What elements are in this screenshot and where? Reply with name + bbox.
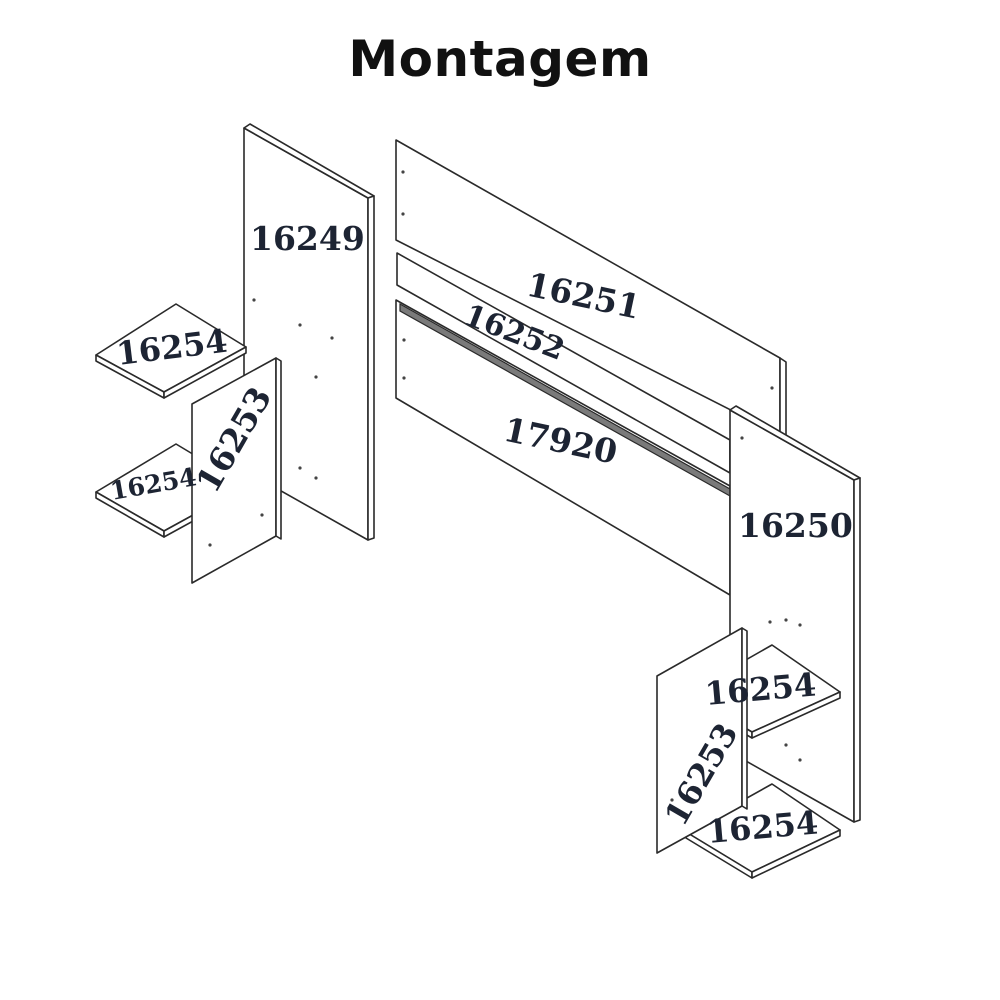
label-16250: 16250 [738,506,853,545]
page-title: Montagem [348,30,652,88]
shelf-right-bottom-16254 [685,783,841,879]
shelf-left-top-16254 [95,303,247,399]
door-right-16253 [656,627,748,854]
side-panel-16250 [729,405,861,823]
label-16249: 16249 [250,219,365,258]
door-left-16253 [191,357,282,584]
